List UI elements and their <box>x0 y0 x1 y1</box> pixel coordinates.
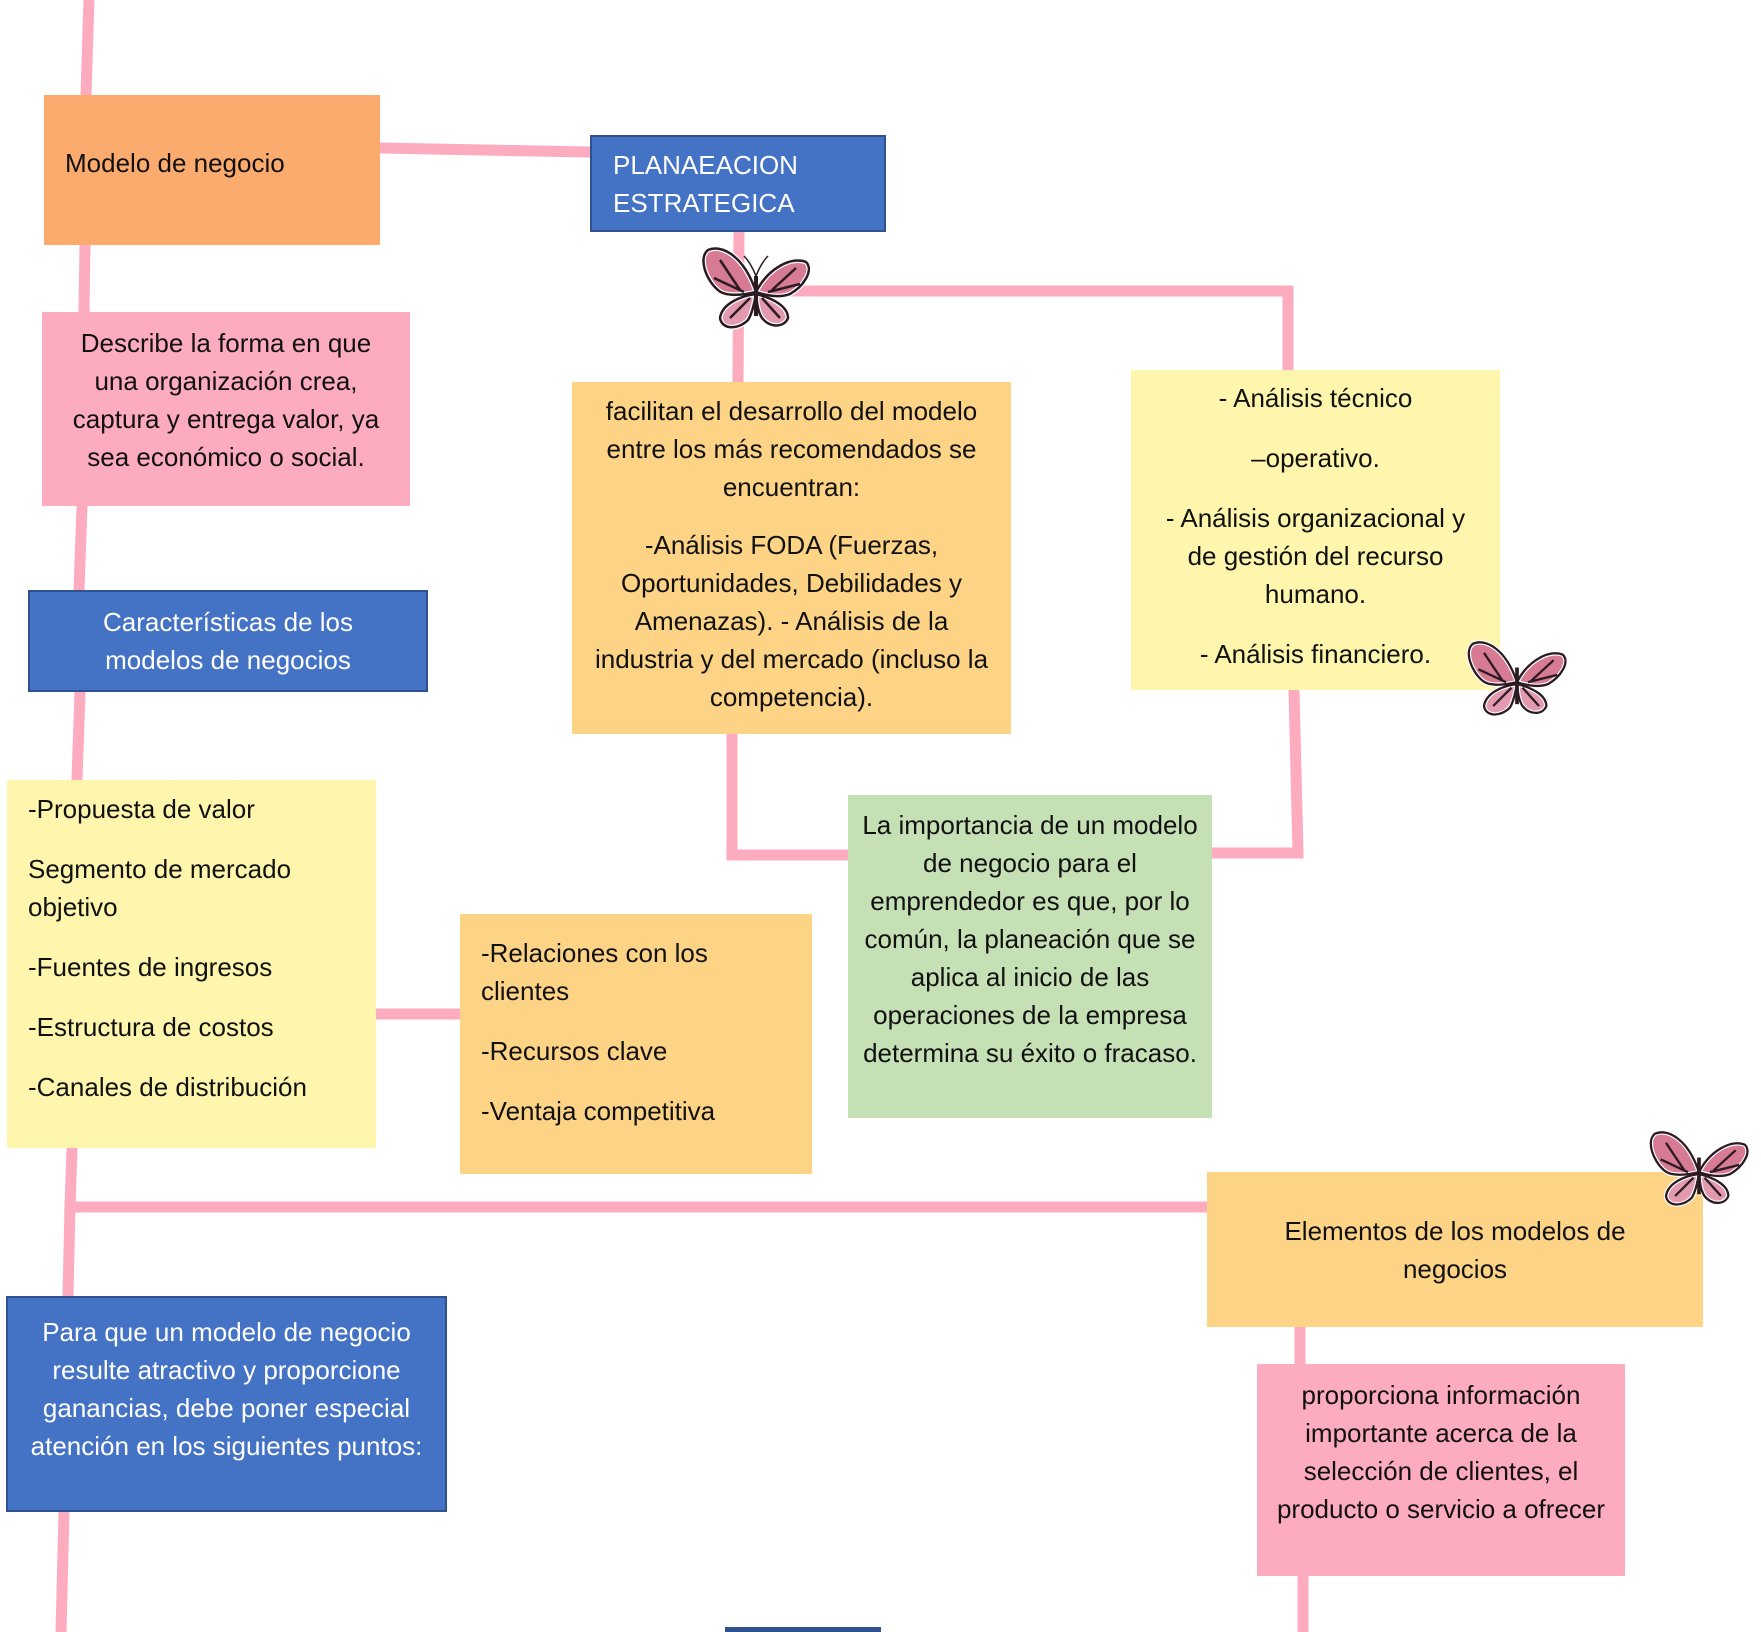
connector-modelo-planeacion <box>374 142 596 158</box>
lista-izq-item-1: -Propuesta de valor <box>28 794 255 824</box>
lista-der-item-2: -Recursos clave <box>481 1036 668 1066</box>
lista-izq-item-4: -Estructura de costos <box>28 1012 274 1042</box>
butterfly-icon <box>1466 640 1568 717</box>
proporciona-node: proporciona información importante acerc… <box>1257 1364 1625 1576</box>
butterfly-icon <box>1648 1130 1750 1207</box>
analisis-item-4: - Análisis financiero. <box>1199 639 1432 669</box>
facilitan-node: facilitan el desarrollo del modelo entre… <box>572 382 1011 734</box>
elementos-node: Elementos de los modelos de negocios <box>1207 1172 1703 1327</box>
connector-facilitan-importancia <box>726 728 854 861</box>
modelo-de-negocio-text: Modelo de negocio <box>65 148 285 178</box>
planeacion-line-2: ESTRATEGICA <box>613 187 795 218</box>
lista-izq-item-5: -Canales de distribución <box>28 1072 307 1102</box>
para-que-text: Para que un modelo de negocio resulte at… <box>30 1317 423 1461</box>
lista-derecha-node: -Relaciones con los clientes -Recursos c… <box>460 914 812 1174</box>
connector-caracteristicas-lista <box>71 686 86 786</box>
connector-modelo-describe <box>78 239 91 318</box>
caracteristicas-node: Características de los modelos de negoci… <box>28 590 428 692</box>
describe-node: Describe la forma en que una organizació… <box>42 312 410 506</box>
importancia-node: La importancia de un modelo de negocio p… <box>848 795 1212 1118</box>
elementos-text: Elementos de los modelos de negocios <box>1284 1215 1626 1284</box>
bottom-blue-edge <box>725 1627 881 1632</box>
proporciona-text: proporciona información importante acerc… <box>1276 1380 1606 1524</box>
lista-der-item-3: -Ventaja competitiva <box>481 1096 716 1126</box>
lista-izq-item-2: Segmento de mercado objetivo <box>28 854 292 922</box>
para-que-node: Para que un modelo de negocio resulte at… <box>6 1296 447 1512</box>
planeacion-estrategica-node: PLANAEACION ESTRATEGICA <box>590 135 886 232</box>
connector-analisis-importancia <box>1206 684 1304 859</box>
importancia-text: La importancia de un modelo de negocio p… <box>862 810 1198 1068</box>
analisis-item-1: - Análisis técnico <box>1218 383 1413 413</box>
connector-top-spine <box>80 0 95 101</box>
lista-der-item-1: -Relaciones con los clientes <box>481 938 708 1006</box>
planeacion-line-1: PLANAEACION <box>613 149 798 180</box>
connector-describe-caracteristicas <box>73 500 88 596</box>
connector-bottom-spine <box>55 1506 70 1632</box>
connector-branch-analisis <box>746 285 1294 376</box>
facilitan-intro: facilitan el desarrollo del modelo entre… <box>605 396 978 502</box>
modelo-de-negocio-node: Modelo de negocio <box>44 95 380 245</box>
analisis-item-2: –operativo. <box>1251 443 1380 473</box>
lista-izq-item-3: -Fuentes de ingresos <box>28 952 273 982</box>
caracteristicas-text: Características de los modelos de negoci… <box>103 607 353 675</box>
analisis-item-3: - Análisis organizacional y de gestión d… <box>1165 503 1466 609</box>
lista-izquierda-node: -Propuesta de valor Segmento de mercado … <box>7 780 376 1148</box>
analisis-node: - Análisis técnico –operativo. - Análisi… <box>1131 370 1500 690</box>
describe-text: Describe la forma en que una organizació… <box>72 328 380 472</box>
facilitan-detail: -Análisis FODA (Fuerzas, Oportunidades, … <box>594 530 989 712</box>
connector-elementos-para-que <box>62 1201 76 1302</box>
butterfly-icon <box>701 246 812 330</box>
